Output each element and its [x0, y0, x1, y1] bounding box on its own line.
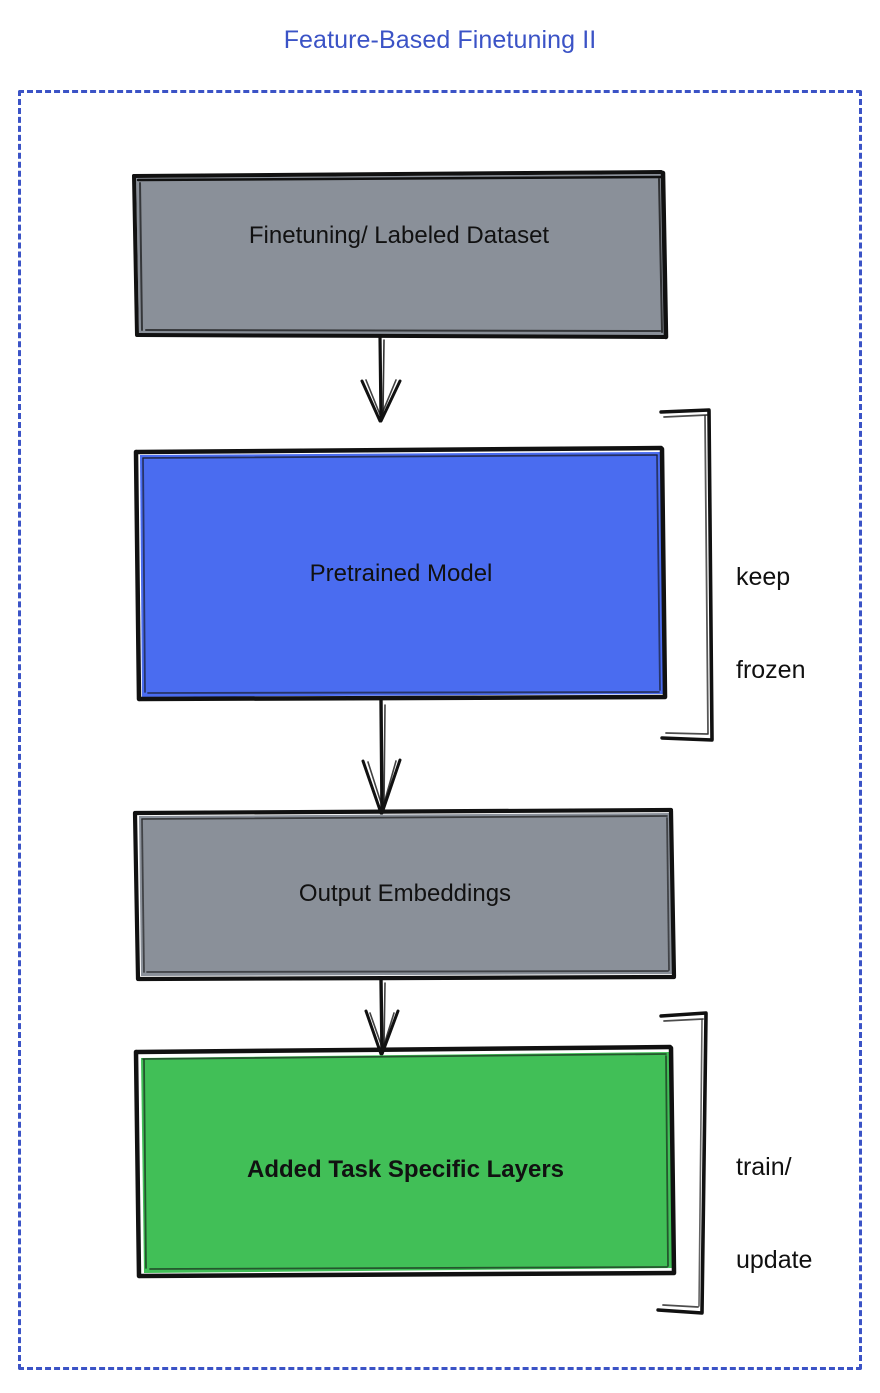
- page-title: Feature-Based Finetuning II: [283, 26, 597, 54]
- diagram-outer-frame: [18, 90, 862, 1370]
